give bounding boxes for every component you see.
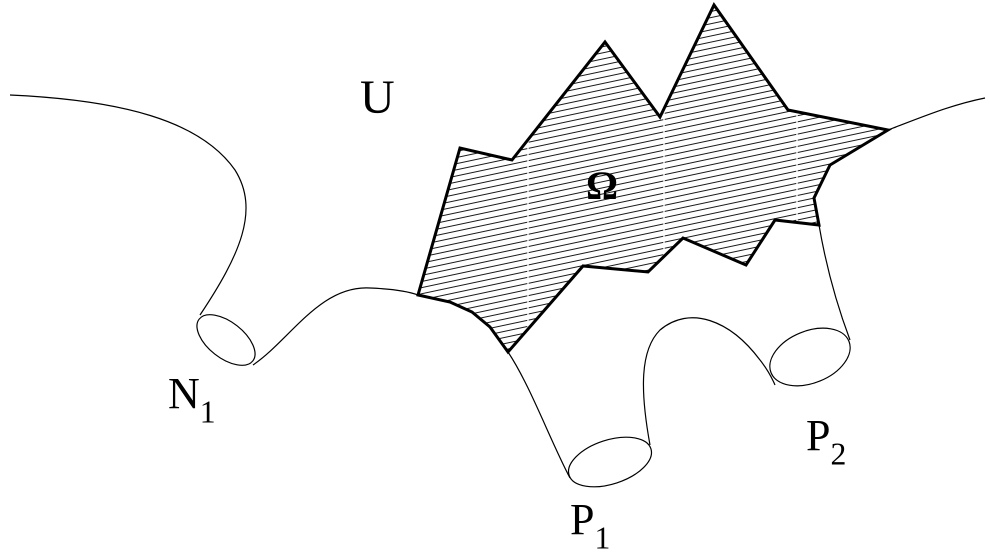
region-u-label: U: [360, 71, 395, 124]
end-n1-tube: [252, 287, 419, 366]
domain-omega-boundary: [416, 2, 893, 355]
end-p1-tube-left: [507, 351, 571, 479]
manifold-right-curve: [887, 97, 986, 131]
domain-omega-label: Ω: [586, 163, 619, 208]
end-p2-index: 2: [830, 436, 847, 472]
end-p1-label: P1: [570, 495, 611, 556]
end-n1-index: 1: [199, 394, 216, 430]
domain-omega-fill: [418, 5, 888, 352]
end-p1-ellipse: [567, 436, 653, 488]
end-p2-tube-left: [818, 224, 851, 341]
manifold-upper-curve: [9, 94, 247, 316]
end-n1-ellipse: [196, 314, 256, 366]
end-p2-ellipse: [769, 327, 851, 387]
end-p1-tube-right: [642, 317, 776, 446]
end-p2-label: P2: [806, 411, 847, 472]
end-n1-label: N1: [168, 369, 216, 430]
end-p1-index: 1: [594, 520, 611, 556]
